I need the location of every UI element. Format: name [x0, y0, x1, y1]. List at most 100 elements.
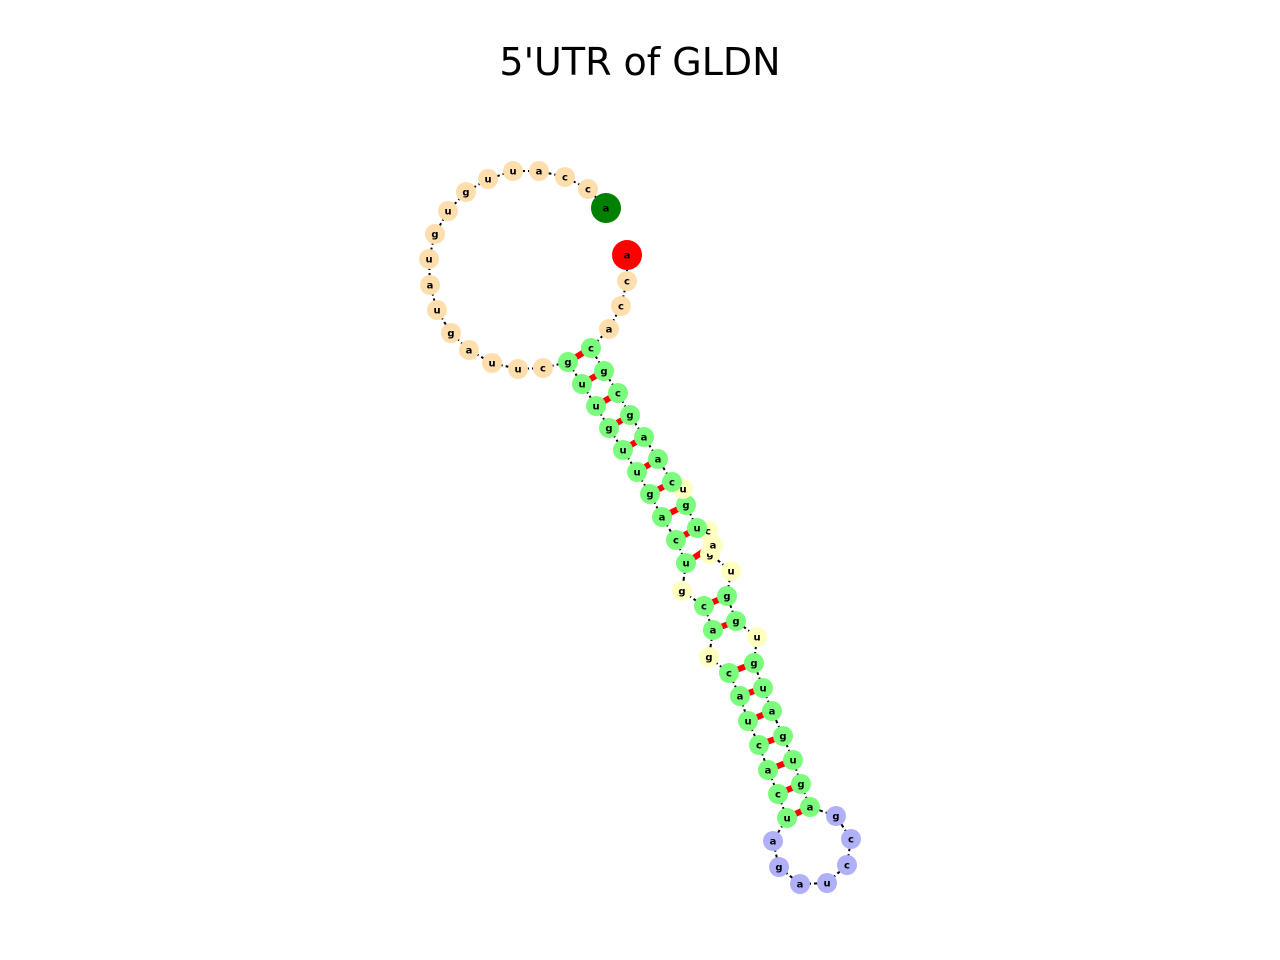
nucleotide-circle — [703, 620, 723, 640]
nucleotide-label: c — [705, 527, 711, 538]
nucleotide-circle — [586, 396, 606, 416]
stem-nucleotide: a — [762, 701, 782, 721]
nucleotide-label: u — [753, 633, 760, 644]
nucleotide-circle — [699, 647, 719, 667]
stem-nucleotide: a — [652, 507, 672, 527]
nucleotide-label: c — [673, 536, 679, 547]
loop-nucleotide: u — [427, 300, 447, 320]
stem-nucleotide: g — [699, 647, 719, 667]
nucleotide-label: g — [646, 490, 653, 501]
nucleotide-label: u — [727, 567, 734, 578]
nucleotide-circle — [578, 179, 598, 199]
nucleotide-circle — [800, 797, 820, 817]
nucleotide-label: c — [624, 277, 630, 288]
nucleotide-label: a — [769, 707, 776, 718]
nucleotide-label: a — [737, 692, 744, 703]
stem-nucleotide: g — [726, 611, 746, 631]
nucleotide-circle — [599, 319, 619, 339]
nucleotide-label: c — [615, 389, 621, 400]
nucleotide-label: c — [540, 364, 546, 375]
nucleotide-circle — [611, 296, 631, 316]
nucleotide-circle — [769, 857, 789, 877]
nucleotide-circle — [783, 750, 803, 770]
hairpin-nucleotide: a — [763, 831, 783, 851]
nucleotide-label: g — [732, 617, 739, 628]
stem-nucleotide: g — [717, 586, 737, 606]
diagram-title: 5'UTR of GLDN — [499, 40, 781, 84]
nucleotide-label: g — [447, 329, 454, 340]
nucleotide-label: a — [765, 766, 772, 777]
nucleotide-circle — [662, 472, 682, 492]
stem-nucleotide: c — [662, 472, 682, 492]
nucleotide-label: g — [678, 587, 685, 598]
stem-nucleotide: u — [747, 627, 767, 647]
nucleotide-label: c — [756, 741, 762, 752]
nucleotide-label: u — [619, 446, 626, 457]
nucleotide-label: a — [603, 204, 610, 215]
stem-nucleotide: g — [640, 484, 660, 504]
nucleotide-label: c — [775, 790, 781, 801]
loop-nucleotide: u — [419, 249, 439, 269]
nucleotide-circle — [763, 831, 783, 851]
nucleotide-circle — [441, 323, 461, 343]
stem-nucleotide: u — [586, 396, 606, 416]
nucleotide-label: c — [701, 602, 707, 613]
nucleotide-circle — [558, 352, 578, 372]
nucleotide-circle — [676, 495, 696, 515]
stem-nucleotide: a — [634, 427, 654, 447]
hairpin-nucleotide: c — [837, 855, 857, 875]
nucleotide-circle — [482, 353, 502, 373]
nucleotide-label: u — [679, 485, 686, 496]
stem-nucleotide: g — [599, 418, 619, 438]
hairpin-nucleotide: c — [841, 829, 861, 849]
nucleotide-circle — [758, 760, 778, 780]
nucleotide-circle — [817, 873, 837, 893]
nucleotide-label: u — [578, 380, 585, 391]
stem-nucleotide: g — [620, 405, 640, 425]
nucleotide-circle — [773, 726, 793, 746]
nucleotide-circle — [613, 440, 633, 460]
stem-nucleotide: a — [800, 797, 820, 817]
stem-nucleotide: u — [572, 374, 592, 394]
nucleotide-label: g — [682, 501, 689, 512]
nucleotide-label: a — [427, 281, 434, 292]
loop-nucleotide: c — [617, 271, 637, 291]
stem-nucleotide: u — [738, 711, 758, 731]
stem-nucleotide: a — [730, 686, 750, 706]
loop-nucleotide: a — [420, 275, 440, 295]
nucleotide-label: u — [744, 717, 751, 728]
nucleotide-circle — [533, 358, 553, 378]
nucleotide-circle — [508, 359, 528, 379]
stem-nucleotide: c — [768, 784, 788, 804]
stem-nucleotide: g — [773, 726, 793, 746]
nucleotide-circle — [503, 161, 523, 181]
nucleotide-circle — [640, 484, 660, 504]
nucleotide-circle — [721, 561, 741, 581]
nucleotide-circle — [753, 678, 773, 698]
nucleotide-circle — [837, 855, 857, 875]
nucleotide-label: a — [807, 803, 814, 814]
stem-nucleotide: g — [676, 495, 696, 515]
nucleotide-label: c — [562, 173, 568, 184]
nucleotide-circle — [617, 271, 637, 291]
nucleotide-circle — [790, 874, 810, 894]
nucleotide-circle — [676, 553, 696, 573]
hairpin-nucleotide: u — [817, 873, 837, 893]
nucleotide-circle — [427, 300, 447, 320]
nucleotide-circle — [738, 711, 758, 731]
five-prime-end: a — [591, 193, 621, 223]
nucleotide-label: g — [626, 411, 633, 422]
nucleotide-label: u — [783, 814, 790, 825]
loop-nucleotide: c — [555, 167, 575, 187]
nucleotide-circle — [634, 427, 654, 447]
stem-nucleotide: u — [721, 561, 741, 581]
stem-nucleotide: a — [648, 449, 668, 469]
nucleotide-label: u — [759, 684, 766, 695]
nucleotide-circle — [612, 240, 642, 270]
nucleotide-label: u — [693, 524, 700, 535]
nucleotide-label: g — [779, 732, 786, 743]
loop-nucleotide: u — [478, 169, 498, 189]
stem-nucleotide: g — [791, 774, 811, 794]
stem-nucleotide: u — [753, 678, 773, 698]
